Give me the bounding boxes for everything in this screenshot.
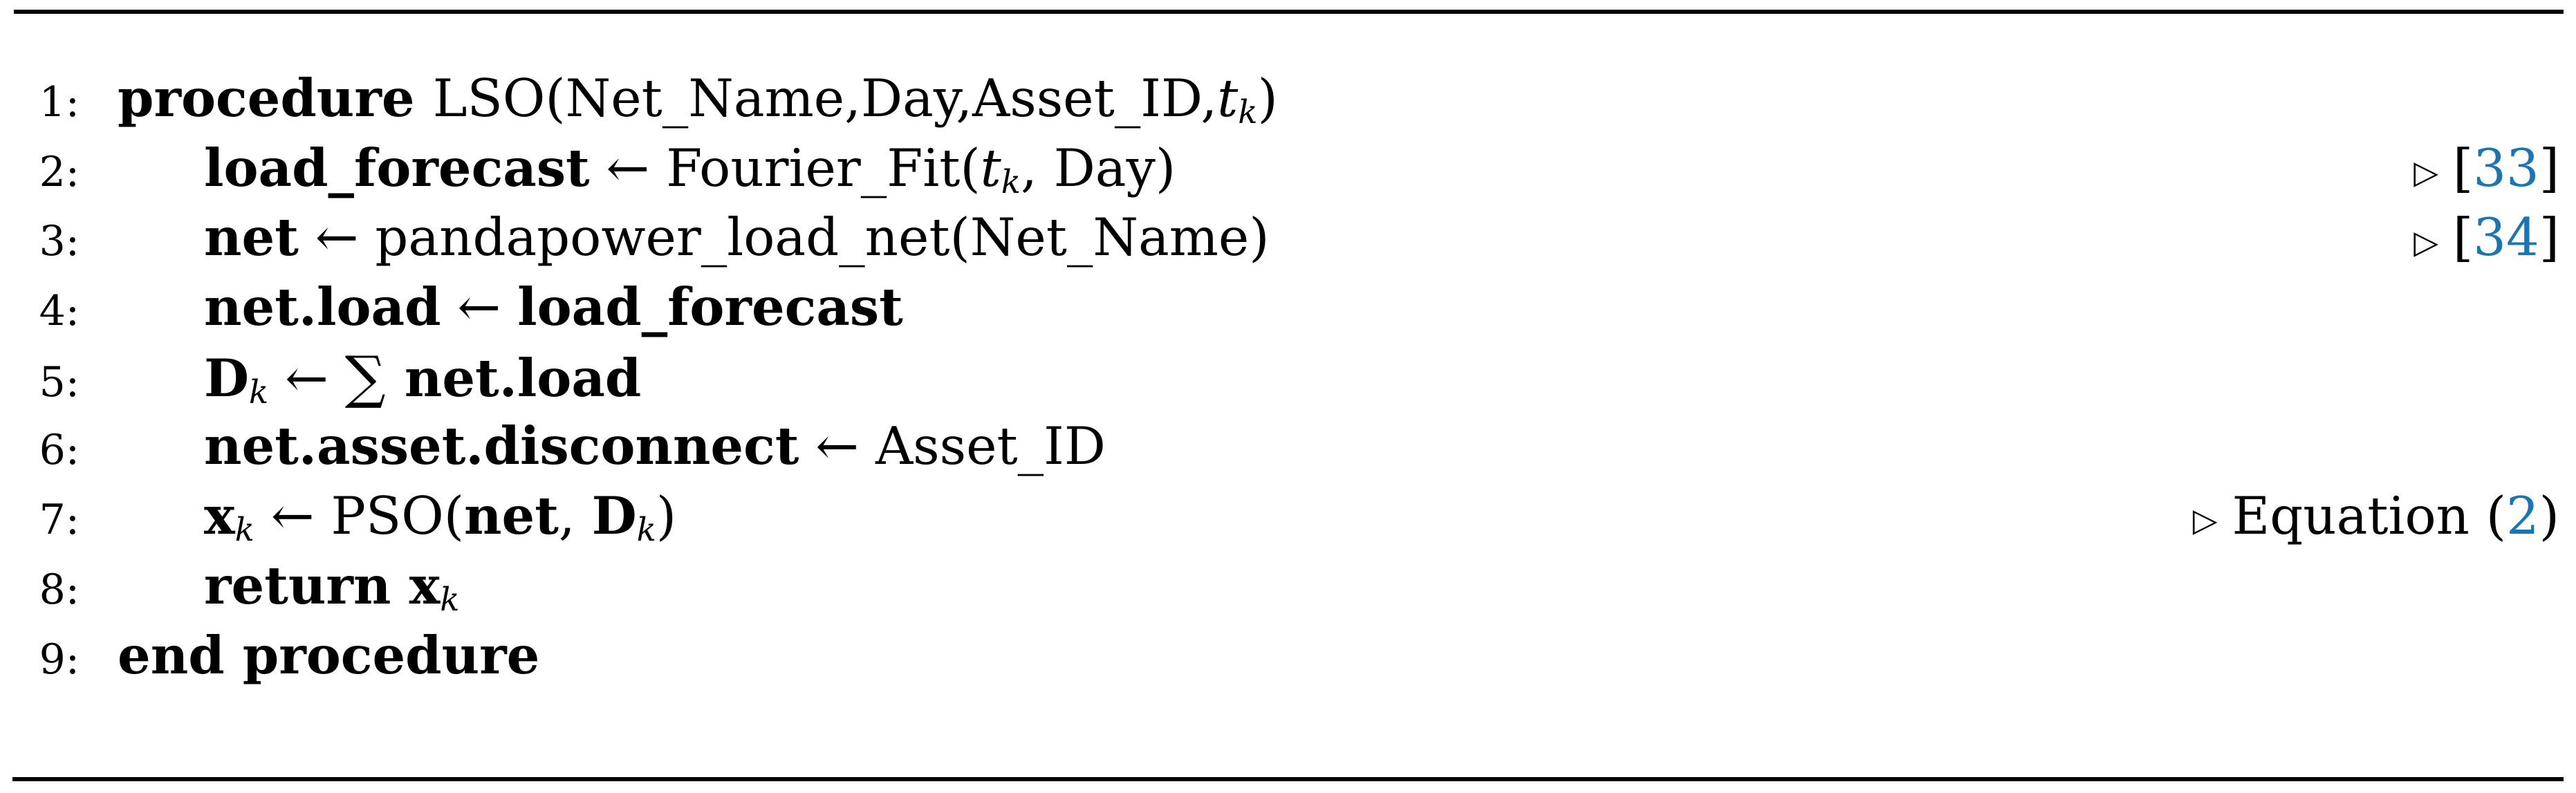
statement: net ← pandapower_load_net(Net_Name) (204, 207, 1269, 268)
text-segment: ← (254, 485, 331, 547)
bottom-rule (12, 777, 2564, 781)
text-segment: ) (2539, 485, 2559, 547)
text-segment: net.load (204, 277, 441, 338)
text-segment: PSO( (331, 485, 465, 547)
text-segment: k (1238, 93, 1258, 131)
algorithm-line: 8: return xk (0, 551, 2576, 621)
algorithm-line: 7:xk ← PSO(net, Dk)▷Equation (2) (0, 481, 2576, 551)
text-segment: ] (2539, 137, 2559, 198)
comment-triangle-icon: ▷ (2413, 223, 2439, 261)
text-segment: k (440, 581, 460, 619)
top-rule (14, 10, 2564, 14)
algorithm-line: 5: Dk ← ∑ net.load (0, 342, 2576, 412)
text-segment: k (1001, 162, 1021, 200)
statement: load_forecast ← Fourier_Fit(tk, Day) (204, 137, 1176, 200)
text-segment: LSO(Net_Name,Day,Asset_ID, (432, 68, 1218, 129)
text-segment: D (591, 485, 637, 547)
algorithm-line: 4: net.load ← load_forecast (0, 272, 2576, 342)
text-segment: load_forecast (204, 137, 590, 198)
statement: return xk (204, 554, 460, 619)
text-segment: net (204, 207, 299, 268)
text-segment: net.asset.disconnect (204, 416, 799, 477)
statement: net.asset.disconnect ← Asset_ID (204, 416, 1106, 476)
text-segment: , Day) (1020, 137, 1176, 198)
text-segment: k (234, 511, 254, 549)
text-segment: x (409, 554, 441, 616)
line-comment: ▷ [34] (2413, 203, 2559, 279)
algorithm-line: 1: procedure LSO(Net_Name,Day,Asset_ID,tk… (0, 64, 2576, 133)
text-segment: t (1217, 68, 1239, 129)
algorithm-line: 6: net.asset.disconnect ← Asset_ID (0, 411, 2576, 481)
text-segment (388, 348, 405, 409)
text-segment: k (636, 511, 656, 549)
text-segment: net.load (404, 347, 642, 409)
text-segment: ) (1257, 68, 1278, 129)
text-segment: , (558, 485, 592, 547)
line-number: 5: (39, 357, 80, 407)
statement: net.load ← load_forecast (204, 277, 903, 337)
line-number: 4: (39, 287, 80, 336)
line-number: 3: (39, 217, 80, 266)
algorithm-line: 9: end procedure (0, 621, 2576, 691)
line-comment: ▷ [33] (2413, 133, 2559, 210)
text-segment: return (204, 554, 409, 616)
text-segment: pandapower_load_net(Net_Name) (375, 207, 1270, 268)
text-segment: x (204, 485, 235, 547)
equation-link-2[interactable]: 2 (2506, 485, 2539, 547)
statement: procedure LSO(Net_Name,Day,Asset_ID,tk) (118, 68, 1278, 131)
text-segment: t (980, 137, 1001, 198)
text-segment: ← (589, 137, 667, 198)
text-segment: [ (2453, 207, 2474, 268)
text-segment: Equation ( (2232, 485, 2507, 547)
statement: end procedure (118, 625, 539, 686)
text-segment: ← (441, 277, 518, 338)
algorithm-body: 1:procedure LSO(Net_Name,Day,Asset_ID,tk… (0, 64, 2576, 690)
line-number: 9: (39, 635, 80, 684)
line-comment: ▷ Equation (2) (2193, 481, 2559, 558)
text-segment: net (464, 485, 559, 547)
text-segment: k (249, 373, 269, 411)
text-segment: ] (2539, 207, 2559, 268)
citation-link-34[interactable]: 34 (2473, 207, 2539, 268)
text-segment: ← (268, 347, 345, 409)
algorithm-line: 2: load_forecast ← Fourier_Fit(tk, Day) ▷ [… (0, 133, 2576, 203)
text-segment: ) (656, 485, 677, 547)
text-segment: Fourier_Fit( (666, 137, 981, 198)
text-segment: D (204, 347, 250, 409)
text-segment: load_forecast (517, 277, 903, 338)
statement: xk ← PSO(net, Dk) (204, 485, 677, 549)
line-number: 7: (39, 496, 80, 545)
citation-link-33[interactable]: 33 (2473, 137, 2539, 198)
text-segment: procedure (118, 68, 433, 129)
algorithm-line: 3: net ← pandapower_load_net(Net_Name) ▷ [3… (0, 203, 2576, 272)
line-number: 1: (39, 78, 80, 127)
line-number: 6: (39, 426, 80, 475)
text-segment: ∑ (344, 344, 386, 411)
text-segment: end procedure (118, 624, 540, 686)
line-number: 2: (39, 147, 80, 196)
text-segment: [ (2453, 137, 2474, 198)
line-number: 8: (39, 565, 80, 614)
text-segment: Asset_ID (875, 416, 1106, 477)
text-segment: ← (799, 416, 875, 477)
comment-triangle-icon: ▷ (2413, 153, 2439, 191)
statement: Dk ← ∑ net.load (204, 344, 642, 411)
comment-triangle-icon: ▷ (2192, 501, 2218, 539)
text-segment: ← (298, 207, 376, 268)
